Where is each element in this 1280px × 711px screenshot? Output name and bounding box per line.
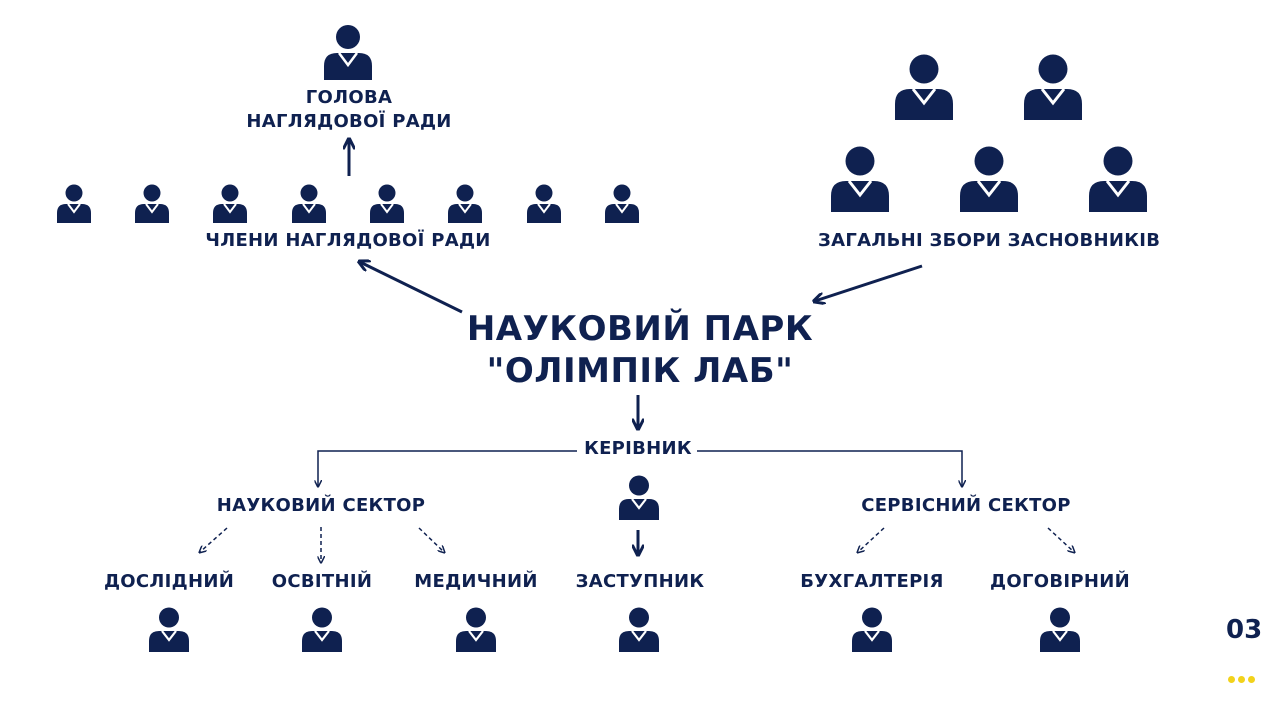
board-member-icon <box>370 184 404 223</box>
park-title: НАУКОВИЙ ПАРК "ОЛІМПІК ЛАБ" <box>440 308 840 392</box>
board-member-icon <box>135 184 169 223</box>
board-member-icon <box>527 184 561 223</box>
science-sector-label: НАУКОВИЙ СЕКТОР <box>216 495 426 516</box>
park-title-line1: НАУКОВИЙ ПАРК <box>466 309 814 349</box>
deputy-person-icon <box>619 607 659 652</box>
park-title-line2: "ОЛІМПІК ЛАБ" <box>486 351 794 391</box>
board-member-icon <box>57 184 91 223</box>
dashed-to-medical <box>418 527 444 552</box>
contracts-person-icon <box>1040 607 1080 652</box>
accounting-person-icon <box>852 607 892 652</box>
dashed-to-contracts <box>1047 527 1074 552</box>
head-person-icon <box>324 25 372 80</box>
research-person-icon <box>149 607 189 652</box>
director-label: КЕРІВНИК <box>584 438 692 459</box>
board-member-icon <box>605 184 639 223</box>
education-unit-label: ОСВІТНІЙ <box>271 571 373 592</box>
director-person-icon <box>619 475 659 520</box>
founder-icon <box>960 146 1018 212</box>
service-sector-label: СЕРВІСНИЙ СЕКТОР <box>861 495 1071 516</box>
board-member-icon <box>292 184 326 223</box>
contracts-unit-label: ДОГОВІРНИЙ <box>990 571 1130 592</box>
ellipsis-dots-icon <box>1228 668 1258 687</box>
arrow-to-board <box>360 262 463 314</box>
founder-icon <box>831 146 889 212</box>
founder-icon <box>1089 146 1147 212</box>
page-number: 03 <box>1226 615 1263 645</box>
arrow-to-founders <box>815 264 923 301</box>
dashed-to-accounting <box>858 527 885 552</box>
board-member-icon <box>448 184 482 223</box>
dashed-to-research <box>200 527 228 552</box>
founders-label: ЗАГАЛЬНІ ЗБОРИ ЗАСНОВНИКІВ <box>818 230 1161 251</box>
accounting-unit-label: БУХГАЛТЕРІЯ <box>800 571 944 592</box>
medical-unit-label: МЕДИЧНИЙ <box>414 571 538 592</box>
medical-person-icon <box>456 607 496 652</box>
bracket-right <box>697 450 962 486</box>
deputy-label: ЗАСТУПНИК <box>575 571 705 592</box>
board-member-icon <box>213 184 247 223</box>
founder-icon <box>1024 54 1082 120</box>
education-person-icon <box>302 607 342 652</box>
research-unit-label: ДОСЛІДНИЙ <box>103 571 235 592</box>
head-title: ГОЛОВА НАГЛЯДОВОЇ РАДИ <box>246 87 452 132</box>
founder-icon <box>895 54 953 120</box>
bracket-left <box>318 450 577 486</box>
board-members-label: ЧЛЕНИ НАГЛЯДОВОЇ РАДИ <box>205 230 491 251</box>
